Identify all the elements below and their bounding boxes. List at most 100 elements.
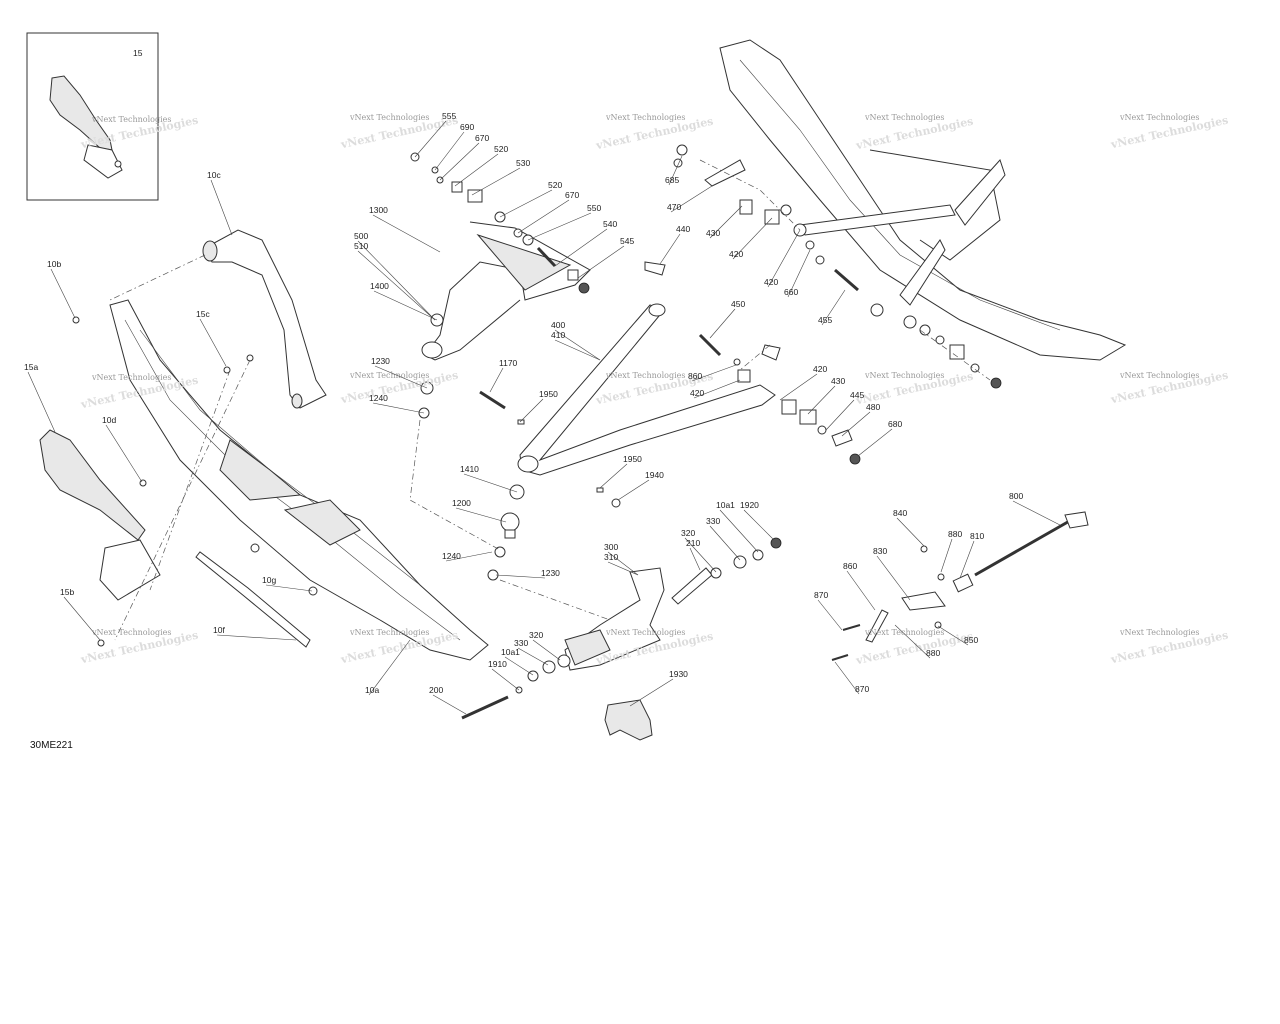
callout-leader-line (684, 537, 717, 573)
callout-leader-line (670, 185, 713, 213)
callout-label: 860 (688, 371, 702, 381)
callout-leader-line (607, 561, 639, 576)
callout-leader-line (434, 131, 465, 171)
callout-leader-line (896, 517, 925, 547)
callout-leader-line (554, 228, 608, 267)
callout-label: 320 (681, 528, 695, 538)
callout-leader-line (846, 570, 876, 611)
tie-rod (865, 511, 1089, 643)
hardware-parts (72, 144, 1002, 720)
watermark: vNext Technologies (605, 628, 685, 637)
callout-label: 440 (676, 224, 690, 234)
callout-leader-line (105, 424, 143, 483)
callout-leader-line (1012, 500, 1061, 526)
callout-label: 550 (587, 203, 601, 213)
callout-leader-line (374, 365, 428, 389)
callout-label: 470 (667, 202, 681, 212)
callout-label: 450 (731, 299, 745, 309)
watermark: vNext Technologies (864, 628, 944, 637)
callout-label: 10b (47, 259, 61, 269)
ski-protector (39, 429, 161, 601)
callout-leader-line (495, 574, 546, 579)
watermark: vNext Technologies (1119, 113, 1199, 122)
callout-label: 1930 (669, 669, 688, 679)
callout-label: 10c (207, 170, 221, 180)
callout-label: 690 (460, 122, 474, 132)
callout-label: 540 (603, 219, 617, 229)
callout-label: 1400 (370, 281, 389, 291)
callout-label: 500 (354, 231, 368, 241)
callout-label: 880 (926, 648, 940, 658)
callout-label: 10f (213, 625, 225, 635)
callout-leader-line (210, 179, 233, 236)
lower-a-arm (517, 303, 776, 476)
callout-label: 445 (850, 390, 864, 400)
callout-leader-line (577, 245, 625, 279)
callout-leader-line (463, 473, 518, 493)
callout-leader-line (445, 551, 493, 562)
callout-leader-line (857, 428, 893, 457)
callout-leader-line (554, 329, 601, 361)
callout-label: 680 (888, 419, 902, 429)
callout-label: 870 (814, 590, 828, 600)
callout-leaders (27, 120, 1061, 715)
callout-label: 520 (548, 180, 562, 190)
callout-leader-line (599, 463, 628, 489)
ski-runner (195, 551, 311, 648)
callout-leader-line (807, 385, 836, 415)
callout-label: 1230 (541, 568, 560, 578)
callout-leader-line (841, 411, 871, 437)
callout-label: 420 (813, 364, 827, 374)
callout-label: 320 (529, 630, 543, 640)
callout-label: 430 (831, 376, 845, 386)
callout-leader-line (357, 240, 436, 321)
callout-leader-line (689, 547, 701, 571)
callout-label: 10d (102, 415, 116, 425)
callout-leader-line (439, 142, 480, 181)
callout-label: 555 (442, 111, 456, 121)
watermark: vNext Technologies (605, 113, 685, 122)
callout-leader-line (767, 229, 801, 288)
callout-leader-line (693, 379, 741, 399)
callout-leader-line (432, 694, 467, 715)
callout-label: 670 (565, 190, 579, 200)
callout-leader-line (743, 509, 775, 541)
callout-leader-line (959, 540, 975, 579)
callout-leader-line (629, 678, 674, 707)
watermark: vNext Technologies (864, 371, 944, 380)
callout-leader-line (199, 318, 227, 367)
callout-leader-line (504, 656, 534, 676)
callout-label: 420 (729, 249, 743, 259)
callout-leader-line (491, 668, 520, 691)
callout-label: 1230 (371, 356, 390, 366)
callout-label: 850 (964, 635, 978, 645)
left-ski (109, 299, 489, 661)
callout-label: 1240 (369, 393, 388, 403)
right-ski (719, 39, 1127, 361)
callout-label: 10a1 (501, 647, 520, 657)
callout-label: 810 (970, 531, 984, 541)
callout-label: 1920 (740, 500, 759, 510)
callout-label: 860 (843, 561, 857, 571)
callout-leader-line (821, 289, 846, 326)
callout-label: 455 (818, 315, 832, 325)
callout-leader-line (719, 509, 759, 553)
callout-label: 330 (706, 516, 720, 526)
callout-label: 800 (1009, 491, 1023, 501)
callout-leader-line (63, 596, 101, 641)
callout-label: 200 (429, 685, 443, 695)
callout-leader-line (517, 647, 549, 666)
ski-handle (202, 229, 327, 409)
watermark: vNext Technologies (1119, 628, 1199, 637)
callout-label: 670 (475, 133, 489, 143)
callout-label: 880 (948, 529, 962, 539)
callout-label: 400 (551, 320, 565, 330)
callout-leader-line (471, 167, 521, 196)
callout-label: 1950 (623, 454, 642, 464)
callout-leader-line (372, 402, 425, 414)
watermark: vNext Technologies (91, 628, 171, 637)
callout-label: 300 (604, 542, 618, 552)
callout-leader-line (499, 189, 553, 218)
callout-label: 480 (866, 402, 880, 412)
